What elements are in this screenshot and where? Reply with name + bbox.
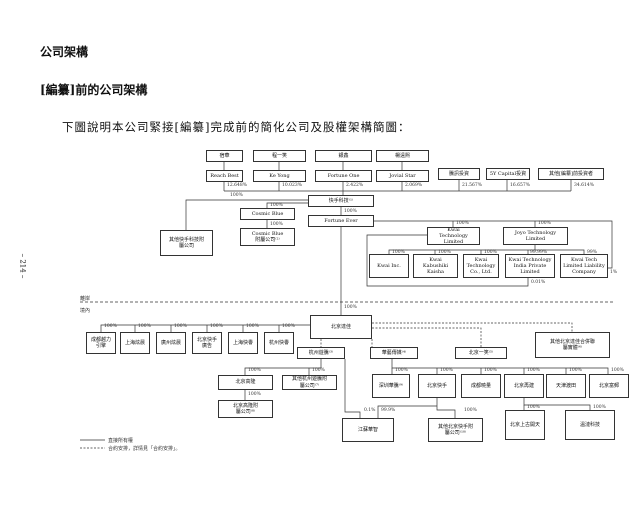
founder-box: 銀鑫 [315, 150, 372, 162]
subheading: [編纂]前的公司架構 [40, 83, 148, 97]
gaolong-box: 北京高隆 [218, 375, 273, 390]
pct-label: 100% [248, 368, 261, 373]
intro-text: 下圖說明本公司緊接[編纂]完成前的簡化公司及股權架構簡圖： [62, 120, 411, 134]
cosmic-blue-box: Cosmic Blue [240, 208, 295, 220]
pct-label: 100% [312, 368, 325, 373]
subsidiary-box: 成都越力引擎 [86, 332, 116, 354]
founder-box: 楊遠熙 [376, 150, 429, 162]
legend-direct: 直接所有權 [108, 438, 134, 444]
other-kuaishou-box: 其他北京快手附屬公司⁽¹⁰⁾ [428, 418, 483, 442]
holder-box: Ke Yong [253, 170, 306, 182]
pct-label: 100% [104, 324, 117, 329]
pct-label: 99% [587, 250, 598, 255]
pct-label: 16.657% [510, 183, 531, 188]
onshore-box: 成都曉量 [461, 374, 501, 398]
onshore-box: 深圳華騰⁽⁹⁾ [372, 374, 410, 398]
company-box: 快手科技⁽¹⁾ [308, 195, 374, 207]
pct-label: 34.614% [574, 183, 595, 188]
pct-label: 100% [344, 305, 357, 310]
pct-label: 12.648% [227, 183, 248, 188]
pct-label: 1% [610, 270, 618, 275]
huayi-box: 華藝傳媒⁽⁴⁾ [370, 347, 418, 359]
holder-box: Reach Best [206, 170, 243, 182]
pct-label: 100% [230, 193, 243, 198]
gaolong-subs-box: 北京高隆附屬公司⁽⁸⁾ [218, 400, 273, 418]
pct-label: 100% [270, 203, 283, 208]
pct-label: 0.1% [364, 408, 376, 413]
kwai-kk-box: Kwai Kabushiki Kaisha [413, 254, 458, 278]
other-subsidiaries-box: 其他快手科技附屬公司 [160, 230, 213, 256]
kwai-india-box: Kwai Technology India Private Limited [505, 254, 555, 278]
subsidiary-box: 杭州快譽 [264, 332, 294, 354]
wenlian-box: 溫漣科技 [565, 410, 615, 440]
jiangsu-box: 江蘇華智 [342, 418, 394, 442]
pct-label: 100% [456, 221, 469, 226]
pct-label: 100% [270, 222, 283, 227]
onshore-box: 天津渡田 [546, 374, 586, 398]
pct-label: 100% [392, 250, 405, 255]
pct-label: 99.9% [381, 408, 396, 413]
founder-box: 程一笑 [253, 150, 306, 162]
pct-label: 100% [395, 368, 408, 373]
pct-label: 100% [484, 250, 497, 255]
legend-contractual: 合約安排，詳情見「合約安排」。 [108, 446, 181, 452]
pct-label: 100% [174, 324, 187, 329]
pct-label: 100% [538, 221, 551, 226]
other-hz-box: 其他杭州遊騰附屬公司⁽⁷⁾ [282, 375, 337, 390]
holder-box: Jovial Star [376, 170, 429, 182]
onshore-box: 北京富郵 [589, 374, 629, 398]
pct-label: 100% [464, 408, 477, 413]
pct-label: 100% [438, 250, 451, 255]
offshore-label: 離岸 [80, 296, 91, 302]
pct-label: 100% [611, 368, 624, 373]
hz-box: 杭州遊騰⁽³⁾ [297, 347, 345, 359]
pct-label: 100% [593, 405, 606, 410]
kwai-tech-box: Kwai Technology Limited [427, 227, 480, 245]
holder-box: 5Y Capital投資 [486, 168, 530, 180]
other-vie-box: 其他北京達佳合併聯屬實體⁽⁶⁾ [535, 332, 610, 358]
holder-box: 其他[編纂]前投資者 [538, 168, 604, 180]
pct-label: 100% [246, 324, 259, 329]
shanggu-box: 北京上古開天 [505, 410, 545, 440]
kwai-llc-box: Kwai Tech Limited Liability Company [560, 254, 608, 278]
kwai-co-box: Kwai Technology Co., Ltd. [463, 254, 499, 278]
holder-box: Fortune One [315, 170, 372, 182]
pct-label: 100% [569, 368, 582, 373]
subsidiary-box: 上海快譽 [228, 332, 258, 354]
pct-label: 100% [484, 368, 497, 373]
heading: 公司架構 [40, 45, 89, 59]
subsidiary-box: 上海炫晨 [120, 332, 150, 354]
kwai-inc-box: Kwai Inc. [369, 254, 409, 278]
holder-box: 騰訊投資 [438, 168, 480, 180]
fortune-ever-box: Fortune Ever [308, 215, 374, 227]
pct-label: 100% [210, 324, 223, 329]
dajia-box: 北京達佳 [310, 315, 372, 339]
founder-box: 宿華 [206, 150, 243, 162]
pct-label: 99.99% [530, 250, 548, 255]
pct-label: 100% [344, 209, 357, 214]
pct-label: 100% [527, 368, 540, 373]
onshore-label: 境內 [80, 308, 91, 314]
pct-label: 100% [440, 368, 453, 373]
pct-label: 100% [282, 324, 295, 329]
pct-label: 2.422% [346, 183, 364, 188]
pct-label: 100% [248, 392, 261, 397]
pct-label: 21.567% [462, 183, 483, 188]
pct-label: 100% [138, 324, 151, 329]
subsidiary-box: 廣州炫晨 [156, 332, 186, 354]
onshore-box: 北京再建 [504, 374, 544, 398]
joyo-box: Joyo Technology Limited [503, 227, 568, 245]
onshore-box: 北京快手 [418, 374, 456, 398]
pct-label: 0.01% [531, 280, 546, 285]
pct-label: 10.023% [282, 183, 303, 188]
subsidiary-box: 北京快手廣告 [192, 332, 222, 354]
pct-label: 2.069% [405, 183, 423, 188]
yixiao-box: 北京一笑⁽⁵⁾ [455, 347, 507, 359]
pct-label: 100% [527, 405, 540, 410]
cosmic-blue-subs-box: Cosmic Blue附屬公司⁽²⁾ [240, 228, 295, 246]
